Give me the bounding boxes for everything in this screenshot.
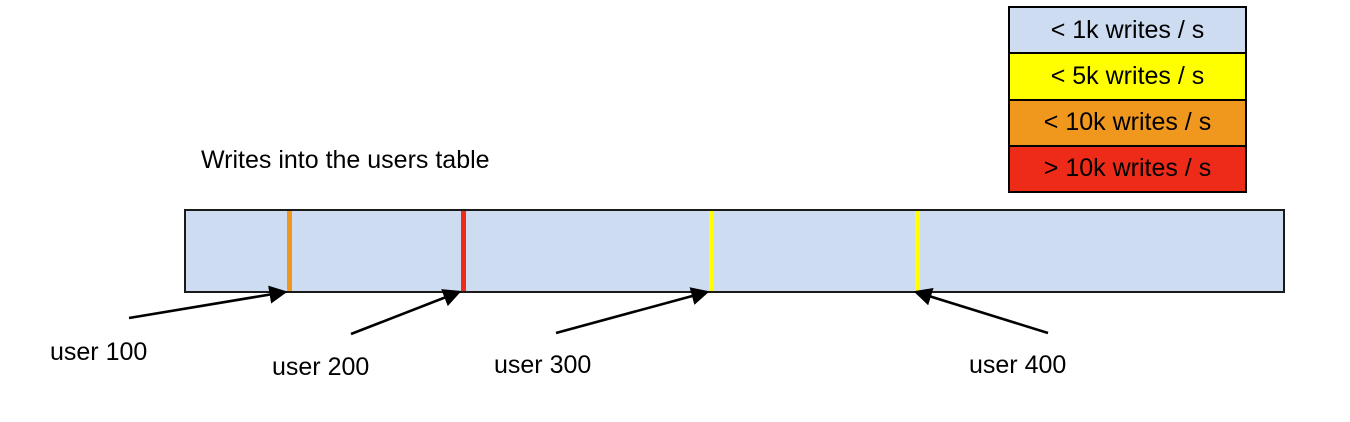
legend-row-under-10k: < 10k writes / s xyxy=(1010,100,1245,147)
chart-title: Writes into the users table xyxy=(201,146,490,174)
arrow-user-300 xyxy=(555,287,710,335)
legend-row-over-10k: > 10k writes / s xyxy=(1010,146,1245,191)
arrow-user-400 xyxy=(913,287,1049,335)
users-table-bar xyxy=(184,209,1285,293)
callout-label-user-100: user 100 xyxy=(50,338,148,366)
callout-label-user-200: user 200 xyxy=(272,353,370,381)
bar-tick-user-300 xyxy=(709,211,714,291)
callout-label-user-400: user 400 xyxy=(969,351,1067,379)
arrow-user-200 xyxy=(350,289,462,336)
legend-label: < 10k writes / s xyxy=(1043,108,1212,137)
legend-row-under-5k: < 5k writes / s xyxy=(1010,54,1245,101)
legend: < 1k writes / s < 5k writes / s < 10k wr… xyxy=(1008,6,1247,193)
legend-label: < 1k writes / s xyxy=(1050,15,1205,44)
legend-label: < 5k writes / s xyxy=(1050,61,1205,90)
legend-row-under-1k: < 1k writes / s xyxy=(1010,8,1245,55)
arrow-user-100 xyxy=(128,285,288,320)
legend-label: > 10k writes / s xyxy=(1043,154,1212,183)
callout-label-user-300: user 300 xyxy=(494,351,592,379)
bar-tick-user-100 xyxy=(287,211,292,291)
bar-tick-user-200 xyxy=(461,211,466,291)
bar-tick-user-400 xyxy=(915,211,920,291)
